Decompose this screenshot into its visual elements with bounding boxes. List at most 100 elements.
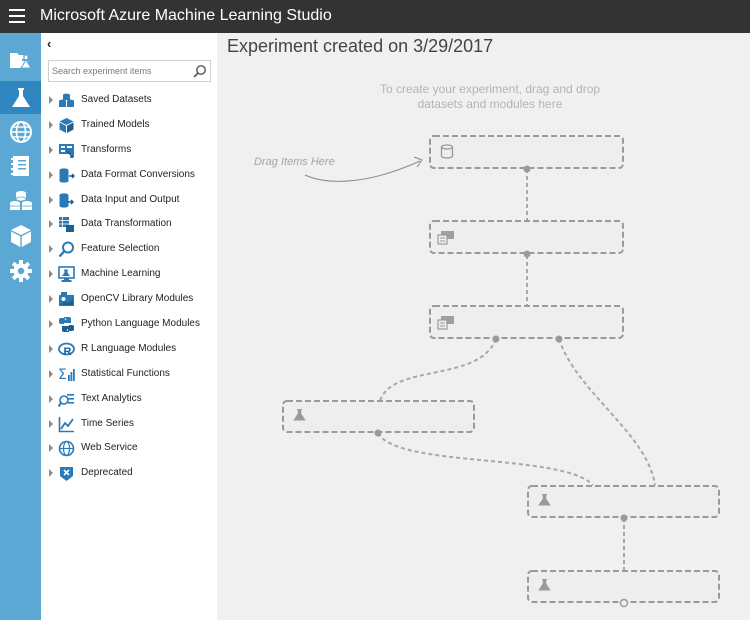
- projects-icon: [9, 52, 32, 68]
- category-data-format-conversions[interactable]: Data Format Conversions: [41, 163, 217, 188]
- data-transformation-icon: [59, 217, 74, 233]
- nav-projects[interactable]: [0, 43, 41, 76]
- category-label: OpenCV Library Modules: [81, 293, 194, 305]
- experiment-title[interactable]: Experiment created on 3/29/2017: [227, 36, 494, 56]
- trained-models-icon: [59, 117, 74, 133]
- output-port: [523, 165, 531, 173]
- expand-caret-icon[interactable]: [49, 195, 53, 204]
- svg-text:R: R: [64, 346, 72, 358]
- search-icon[interactable]: [192, 64, 207, 79]
- expand-caret-icon[interactable]: [49, 96, 53, 104]
- ml-module-placeholder-1: [282, 400, 475, 433]
- experiment-canvas[interactable]: Experiment created on 3/29/2017 To creat…: [217, 33, 750, 620]
- transform-icon: [437, 231, 454, 245]
- category-deprecated[interactable]: Deprecated: [41, 461, 217, 486]
- drag-arrow-head: [413, 156, 423, 168]
- time-series-icon: [58, 416, 74, 432]
- module-palette: ‹ Saved Datasets Trained Mod: [41, 33, 217, 620]
- nav-datasets[interactable]: [0, 184, 41, 217]
- category-machine-learning[interactable]: Machine Learning: [41, 262, 217, 287]
- expand-caret-icon[interactable]: [49, 245, 53, 254]
- saved-datasets-icon: [59, 93, 74, 107]
- datasets-icon: [9, 190, 32, 210]
- expand-caret-icon[interactable]: [49, 369, 53, 378]
- transform-module-placeholder-2: [429, 305, 624, 339]
- hamburger-menu-icon[interactable]: [9, 9, 25, 23]
- canvas-hint-line-1: To create your experiment, drag and drop: [379, 82, 601, 96]
- settings-icon: [9, 259, 32, 282]
- nav-settings[interactable]: [0, 254, 41, 287]
- ml-module-placeholder-3: [527, 570, 720, 603]
- experiments-icon: [11, 87, 30, 107]
- category-label: Statistical Functions: [81, 367, 170, 379]
- category-r-language-modules[interactable]: R R Language Modules: [41, 337, 217, 362]
- category-label: Text Analytics: [81, 392, 142, 404]
- placeholder-graph: [282, 135, 720, 608]
- category-data-transformation[interactable]: Data Transformation: [41, 212, 217, 237]
- feature-selection-icon: [58, 241, 74, 258]
- drag-arrow: [304, 160, 421, 182]
- connector-3-6: [558, 338, 656, 486]
- data-format-conversions-icon: [59, 168, 75, 183]
- nav-notebooks[interactable]: [0, 149, 41, 182]
- nav-trained-models[interactable]: [0, 219, 41, 252]
- expand-caret-icon[interactable]: [49, 320, 53, 329]
- collapse-palette-icon[interactable]: ‹: [47, 36, 52, 51]
- category-label: Python Language Modules: [81, 318, 200, 330]
- category-label: Data Format Conversions: [81, 168, 195, 180]
- nav-web-services[interactable]: [0, 115, 41, 148]
- expand-caret-icon[interactable]: [49, 295, 53, 304]
- search-experiment-items-input[interactable]: [52, 63, 188, 79]
- category-saved-datasets[interactable]: Saved Datasets: [41, 88, 217, 113]
- category-web-service[interactable]: Web Service: [41, 436, 217, 461]
- drag-items-label: Drag Items Here: [254, 156, 335, 168]
- text-analytics-icon: [58, 393, 74, 407]
- canvas-hint-line-2: datasets and modules here: [417, 97, 563, 111]
- output-port-open: [619, 598, 629, 608]
- category-transforms[interactable]: Transforms: [41, 138, 217, 163]
- category-label: Web Service: [81, 442, 138, 454]
- expand-caret-icon[interactable]: [49, 220, 53, 229]
- expand-caret-icon[interactable]: [49, 170, 53, 179]
- notebooks-icon: [10, 155, 29, 176]
- transforms-icon: [59, 143, 74, 158]
- connector-4-5: [377, 432, 594, 486]
- category-label: Deprecated: [81, 467, 133, 479]
- category-opencv-library-modules[interactable]: OpenCV Library Modules: [41, 287, 217, 312]
- category-label: Machine Learning: [81, 268, 161, 280]
- category-label: Transforms: [81, 143, 132, 155]
- connector-3-4: [379, 338, 497, 402]
- expand-caret-icon[interactable]: [49, 145, 53, 154]
- category-trained-models[interactable]: Trained Models: [41, 113, 217, 138]
- r-language-icon: R: [58, 342, 75, 358]
- expand-caret-icon[interactable]: [49, 394, 53, 403]
- opencv-icon: [59, 292, 74, 307]
- database-icon: [440, 144, 454, 159]
- expand-caret-icon[interactable]: [49, 344, 53, 353]
- svg-text:Σ: Σ: [58, 367, 67, 383]
- category-statistical-functions[interactable]: Σ Statistical Functions: [41, 362, 217, 387]
- expand-caret-icon[interactable]: [49, 469, 53, 478]
- output-port: [523, 250, 531, 258]
- python-icon: [59, 317, 74, 333]
- category-time-series[interactable]: Time Series: [41, 412, 217, 437]
- web-service-icon: [58, 441, 75, 457]
- expand-caret-icon[interactable]: [49, 444, 53, 453]
- search-box[interactable]: [48, 60, 211, 82]
- expand-caret-icon[interactable]: [49, 270, 53, 279]
- category-python-language-modules[interactable]: Python Language Modules: [41, 312, 217, 337]
- category-data-input-output[interactable]: Data Input and Output: [41, 188, 217, 213]
- expand-caret-icon[interactable]: [49, 419, 53, 428]
- category-feature-selection[interactable]: Feature Selection: [41, 237, 217, 262]
- machine-learning-icon: [58, 266, 75, 283]
- category-label: Data Input and Output: [81, 193, 180, 205]
- category-text-analytics[interactable]: Text Analytics: [41, 387, 217, 412]
- output-port: [374, 429, 382, 437]
- module-category-list: Saved Datasets Trained Models Transforms: [41, 88, 217, 486]
- expand-caret-icon[interactable]: [49, 120, 53, 129]
- nav-experiments[interactable]: [0, 81, 41, 114]
- app-title: Microsoft Azure Machine Learning Studio: [40, 7, 332, 24]
- trained-models-icon: [10, 224, 31, 247]
- transform-module-placeholder-1: [429, 220, 624, 254]
- deprecated-icon: [60, 467, 73, 482]
